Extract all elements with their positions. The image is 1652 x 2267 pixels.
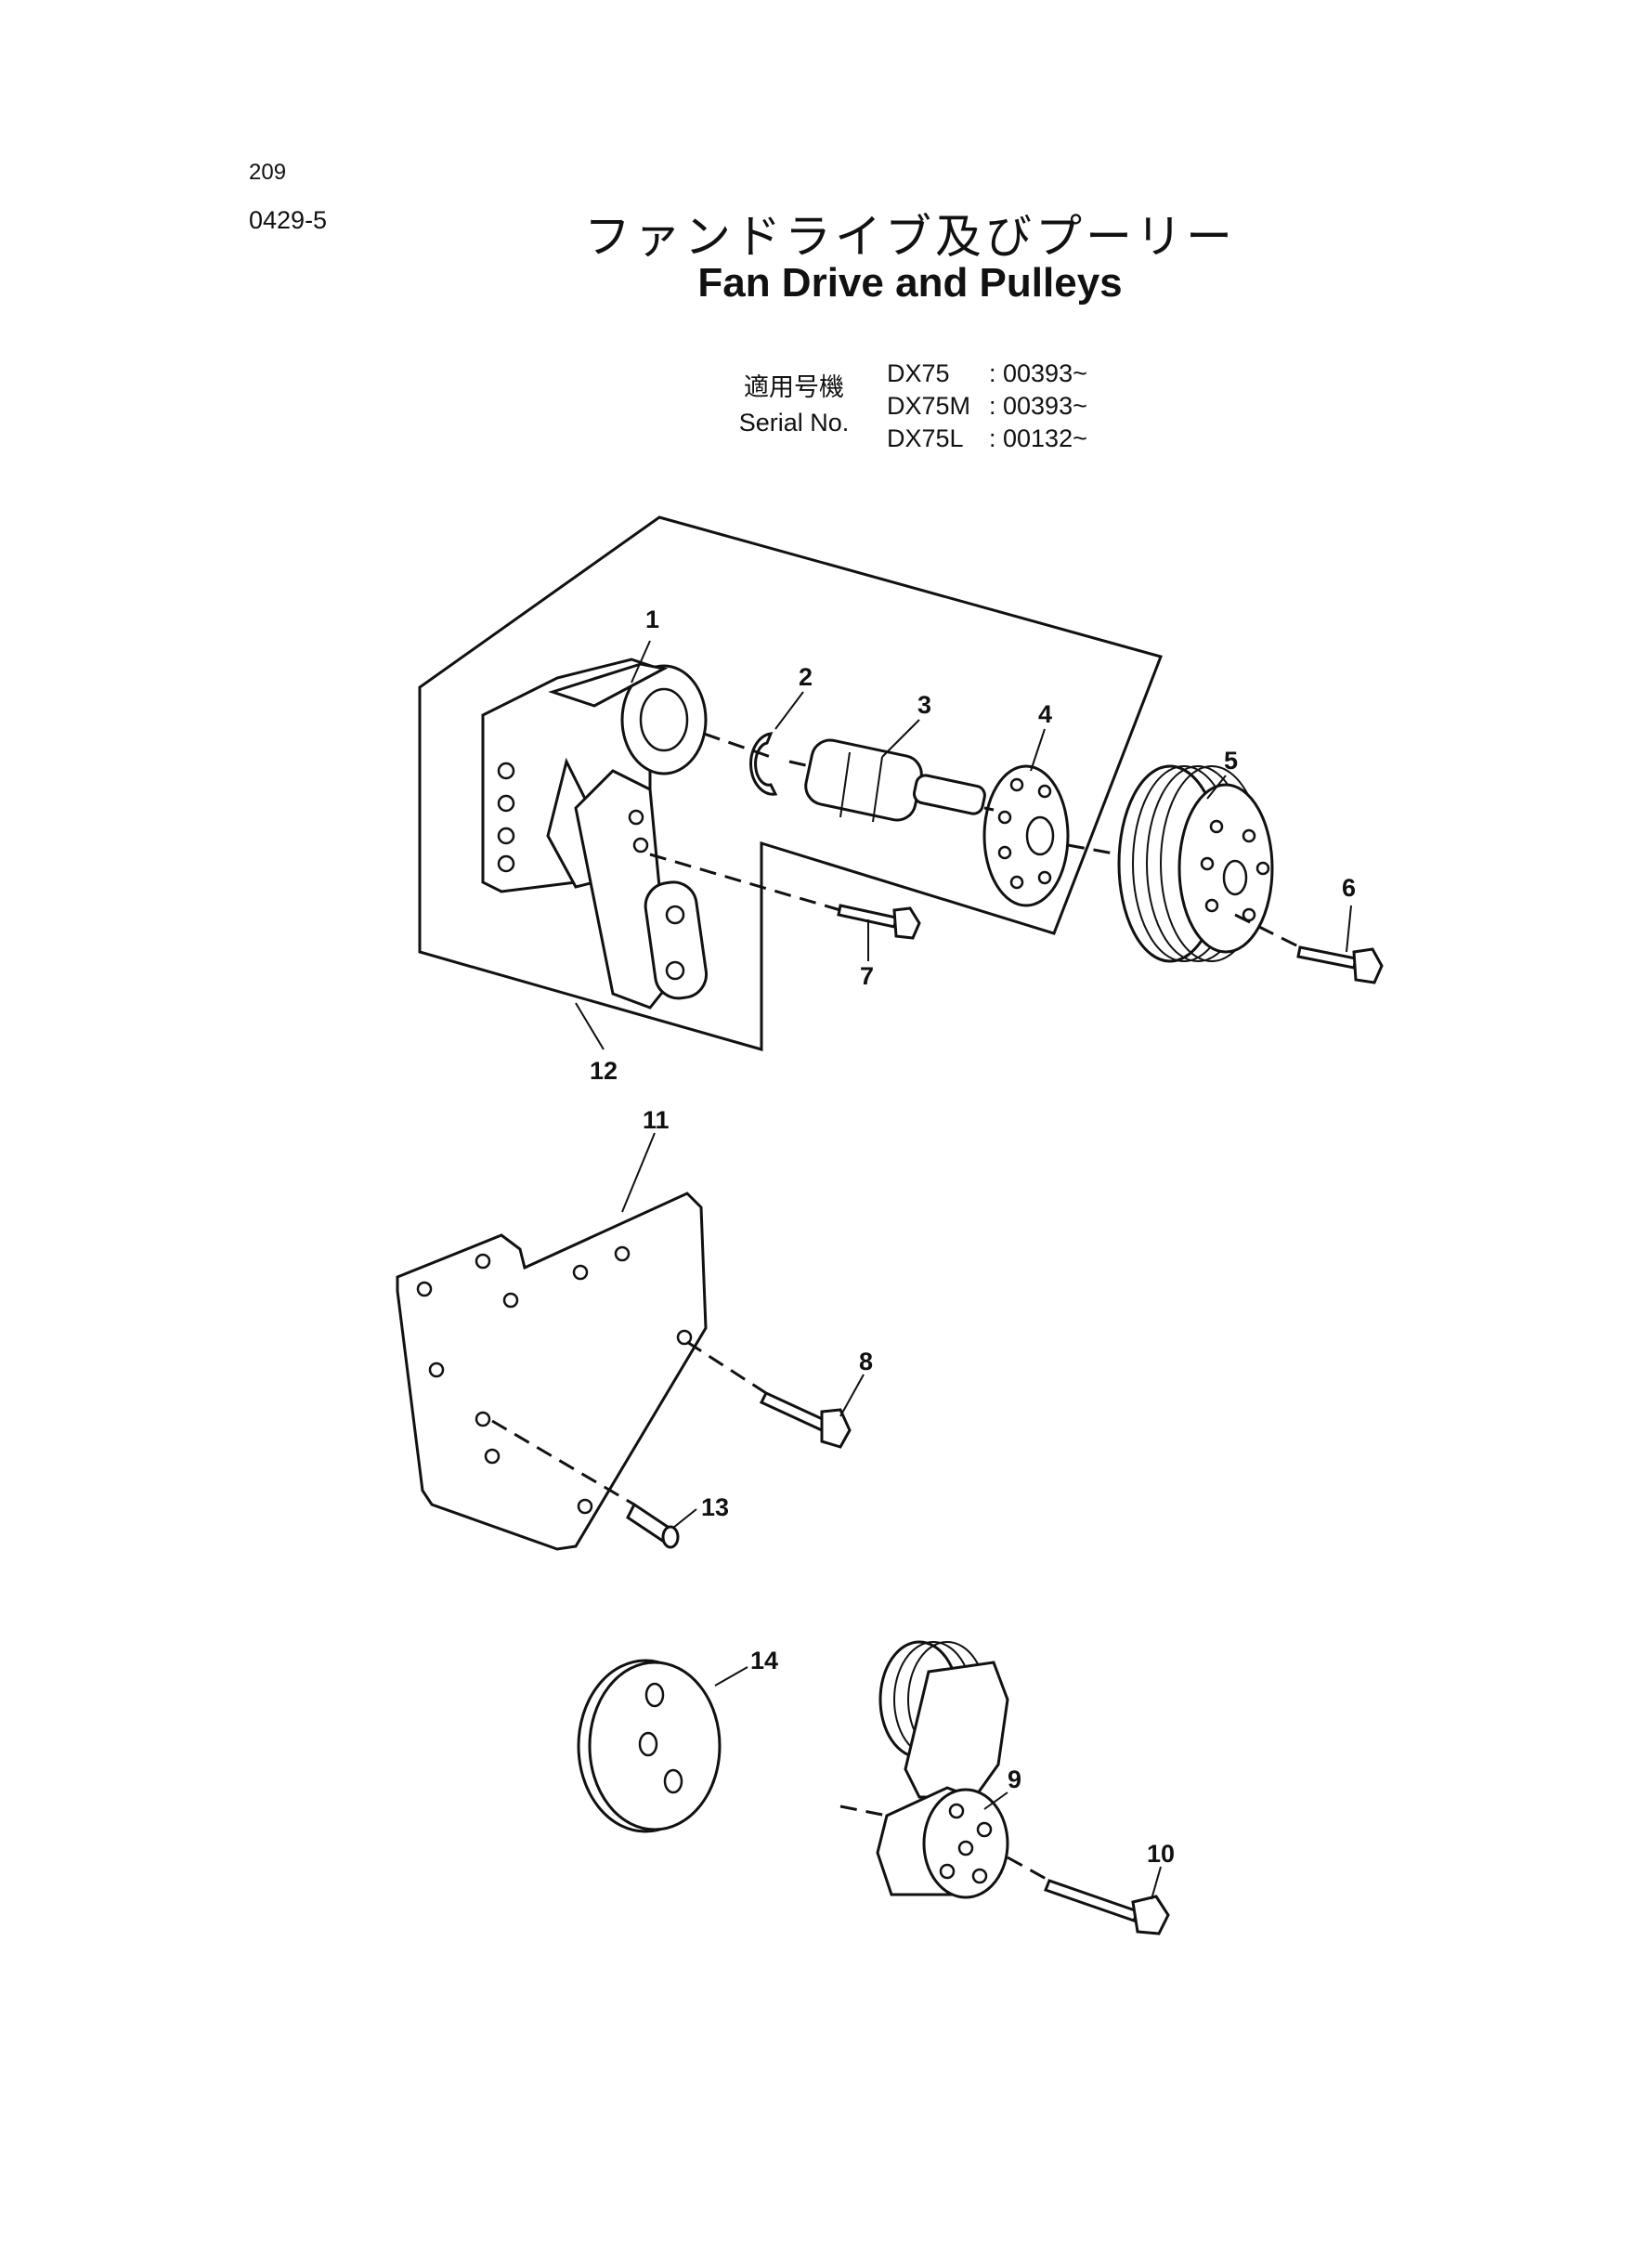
callout-9: 9 [1008,1765,1021,1793]
callout-5: 5 [1224,747,1238,775]
part-4-hub-flange [982,764,1070,907]
serial-row: DX75M : 00393~ [887,390,1087,423]
leader-line [621,1132,656,1213]
assembly-axis [491,1419,635,1506]
serial-table: DX75 : 00393~ DX75M : 00393~ DX75L : 001… [887,358,1087,455]
leader-line [774,691,804,730]
serial-label: 適用号機 Serial No. [706,370,882,440]
callout-12: 12 [590,1057,618,1085]
model-serial: : 00393~ [989,359,1087,387]
part-7-bolt [837,904,921,940]
leader-line [983,1791,1008,1810]
serial-row: DX75 : 00393~ [887,358,1087,390]
leader-line [1030,728,1046,772]
part-8-bolt [759,1391,852,1449]
part-9-tensioner [876,1640,1009,1899]
callout-11: 11 [643,1106,670,1134]
callout-14: 14 [750,1647,778,1674]
callout-4: 4 [1038,700,1052,728]
model-name: DX75L [887,424,964,452]
assembly-axis [1007,1856,1050,1883]
page-code: 0429-5 [249,206,328,234]
leader-line [839,1374,865,1417]
assembly-axis [839,1804,888,1818]
part-10-long-bolt [1044,1879,1170,1935]
part-14-spacer-disc [577,1659,722,1833]
assembly-frame-outline [418,515,1163,1051]
leader-line [1206,775,1227,800]
assembly-axis [686,1340,767,1395]
leader-line [1346,905,1352,953]
part-1-bracket [481,658,709,1010]
serial-label-jp: 適用号機 [744,373,844,401]
callout-6: 6 [1342,874,1356,902]
callout-3: 3 [917,691,931,719]
callout-13: 13 [701,1493,729,1521]
leader-line [881,719,920,758]
leader-line [672,1508,697,1529]
title-english: Fan Drive and Pulleys [697,260,1123,306]
assembly-axis [983,806,995,812]
leader-line [1151,1866,1162,1900]
leader-line [575,1002,605,1050]
assembly-axis [1067,843,1120,856]
assembly-axis [703,732,772,759]
part-5-pulley [1117,764,1274,963]
part-2-snap-ring [749,732,778,796]
model-name: DX75M [887,392,971,420]
assembly-axis [788,760,811,768]
serial-label-en: Serial No. [738,409,850,436]
callout-1: 1 [645,606,659,633]
model-serial: : 00393~ [989,392,1087,420]
model-serial: : 00132~ [989,424,1087,452]
model-name: DX75 [887,359,950,387]
part-3-shaft [804,738,986,823]
page-number: 209 [249,160,287,185]
assembly-axis [649,853,841,912]
leader-line [714,1666,748,1687]
title-japanese: ファンドライブ及びプーリー [584,210,1236,264]
callout-7: 7 [860,962,874,990]
part-6-bolt [1296,945,1384,984]
part-11-mounting-plate [396,1192,708,1551]
serial-row: DX75L : 00132~ [887,423,1087,455]
callout-2: 2 [799,663,813,691]
leader-line [631,640,651,684]
callout-8: 8 [859,1348,873,1375]
part-13-dowel-pin [626,1502,680,1549]
assembly-axis [1234,913,1301,949]
callout-10: 10 [1147,1840,1175,1868]
